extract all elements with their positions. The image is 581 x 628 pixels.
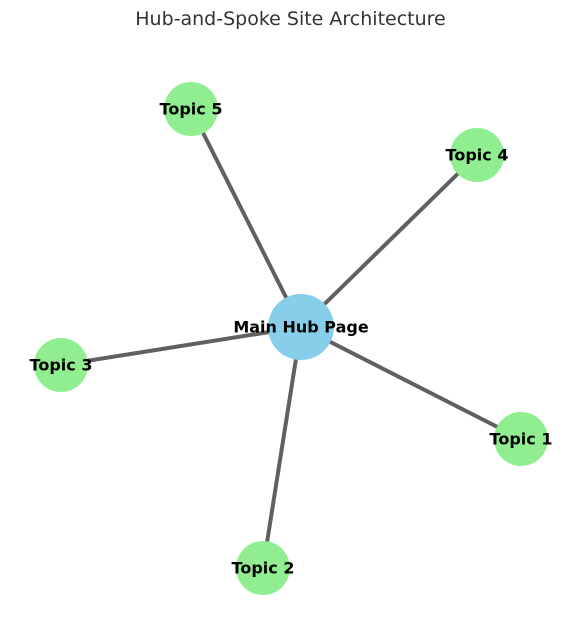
topic-node-4: Topic 4 xyxy=(446,128,509,182)
hub-node-label: Main Hub Page xyxy=(233,318,369,337)
edge-hub-topic-5 xyxy=(189,107,303,329)
edge-hub-topic-2 xyxy=(261,325,303,570)
diagram-title: Hub-and-Spoke Site Architecture xyxy=(135,8,446,30)
edge-hub-topic-3 xyxy=(59,325,303,367)
topic-node-5-circle xyxy=(164,82,218,136)
topic-node-1-circle xyxy=(494,412,548,466)
topic-node-3: Topic 3 xyxy=(30,338,93,392)
topic-node-2-label: Topic 2 xyxy=(232,559,295,578)
edge-hub-topic-1 xyxy=(299,325,523,441)
topic-node-5-label: Topic 5 xyxy=(160,100,223,119)
topic-node-2-circle xyxy=(236,541,290,595)
topic-node-4-label: Topic 4 xyxy=(446,146,509,165)
topic-node-1: Topic 1 xyxy=(490,412,553,466)
hub-node-circle xyxy=(268,294,334,360)
topic-node-5: Topic 5 xyxy=(160,82,223,136)
topic-node-1-label: Topic 1 xyxy=(490,430,553,449)
topic-node-4-circle xyxy=(450,128,504,182)
topic-node-3-label: Topic 3 xyxy=(30,356,93,375)
topic-node-2: Topic 2 xyxy=(232,541,295,595)
edge-hub-topic-4 xyxy=(299,153,479,329)
hub-node: Main Hub Page xyxy=(233,294,369,360)
edges xyxy=(59,107,523,570)
topic-node-3-circle xyxy=(34,338,88,392)
